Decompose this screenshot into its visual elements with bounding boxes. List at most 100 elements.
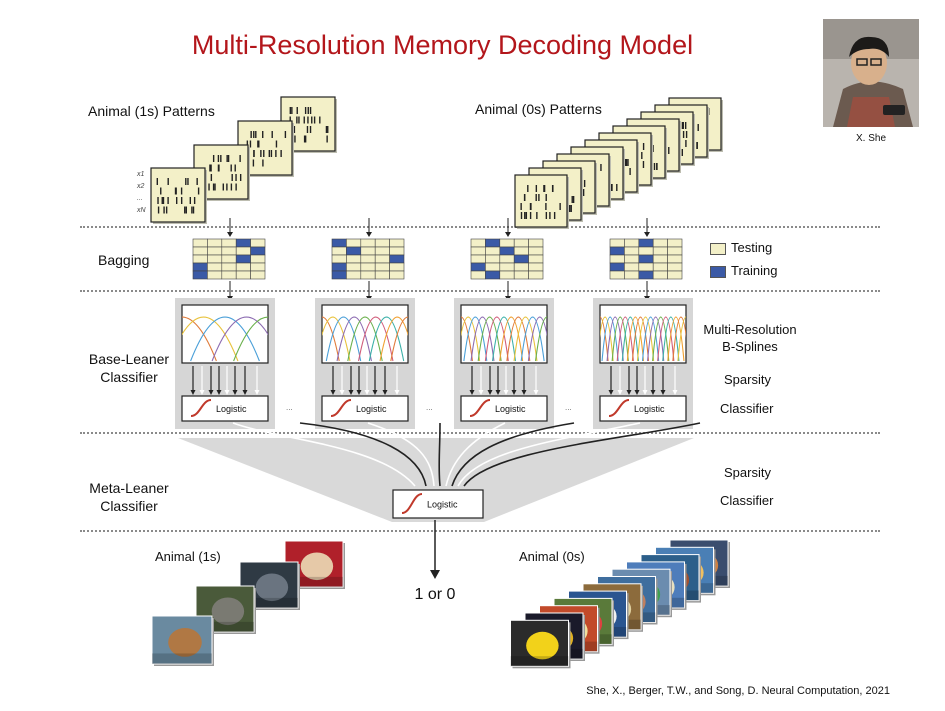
separator-3 xyxy=(80,432,880,434)
testing-cell xyxy=(624,270,640,280)
testing-cell xyxy=(374,246,390,256)
photo-subject xyxy=(168,628,202,657)
testing-cell xyxy=(485,254,501,264)
legend-training-swatch xyxy=(710,266,726,278)
testing-cell xyxy=(360,254,376,264)
training-cell xyxy=(235,238,251,248)
photo-ground xyxy=(152,653,212,664)
b-spline-curve xyxy=(190,316,260,362)
b-spline-curve xyxy=(647,316,665,362)
logistic-label: Logistic xyxy=(427,500,458,510)
testing-cell xyxy=(667,246,683,256)
training-cell xyxy=(470,262,486,272)
base-learner-panel: Logistic xyxy=(454,298,554,429)
output-arrow-head xyxy=(430,570,440,579)
testing-cell xyxy=(374,262,390,272)
b-spline-curve xyxy=(667,316,685,362)
testing-cell xyxy=(221,238,237,248)
testing-cell xyxy=(499,238,515,248)
presenter-photo xyxy=(823,19,919,127)
feature-arrow-head xyxy=(364,390,370,395)
bagging-grid xyxy=(609,218,683,301)
testing-cell xyxy=(513,238,529,248)
testing-cell xyxy=(346,270,362,280)
testing-cell xyxy=(528,254,544,264)
row-label: xN xyxy=(136,207,147,214)
feature-arrow-head xyxy=(660,390,666,395)
testing-cell xyxy=(221,270,237,280)
training-cell xyxy=(389,254,405,264)
b-spline-curve xyxy=(606,316,624,362)
sparsity-label-1: Sparsity xyxy=(724,372,771,387)
bagging-label: Bagging xyxy=(98,252,150,268)
bagging-grids xyxy=(192,218,683,301)
testing-cell xyxy=(638,262,654,272)
animal-0s-matrix xyxy=(514,174,569,229)
classifier-label-1: Classifier xyxy=(720,401,774,416)
ensemble-funnel xyxy=(178,438,694,522)
presenter-caption: X. She xyxy=(855,133,887,144)
b-spline-curve xyxy=(616,316,634,362)
legend-testing-swatch xyxy=(710,243,726,255)
photo-subject xyxy=(526,631,559,660)
testing-cell xyxy=(470,270,486,280)
animal-1s-label: Animal (1s) xyxy=(155,549,221,564)
testing-cell xyxy=(624,238,640,248)
arrow-head xyxy=(366,232,372,237)
bagging-grid xyxy=(331,218,405,301)
b-spline-curve xyxy=(463,316,488,362)
feature-arrow-head xyxy=(634,390,640,395)
ensemble-arrow xyxy=(232,422,416,487)
feature-arrow-head xyxy=(208,390,214,395)
testing-cell xyxy=(609,238,625,248)
base-learner-label: Base-Leaner Classifier xyxy=(74,350,184,386)
photo-ground xyxy=(510,656,569,667)
testing-cell xyxy=(331,254,347,264)
sparsity-label-2: Sparsity xyxy=(724,465,771,480)
photo-subject xyxy=(300,552,334,581)
b-spline-curve xyxy=(461,316,481,362)
animal-1s-patterns-label: Animal (1s) Patterns xyxy=(88,103,215,119)
training-cell xyxy=(250,246,266,256)
testing-cell xyxy=(470,238,486,248)
b-spline-curve xyxy=(600,316,614,362)
feature-arrow-head xyxy=(617,390,623,395)
testing-cell xyxy=(652,254,668,264)
testing-cell xyxy=(374,254,390,264)
training-cell xyxy=(485,238,501,248)
feature-arrow-head xyxy=(372,390,378,395)
testing-cell xyxy=(250,262,266,272)
row-label: ... xyxy=(137,195,143,202)
matrix-frame xyxy=(150,167,206,223)
photo-subject xyxy=(255,573,289,602)
b-spline-curve xyxy=(527,316,547,362)
training-cell xyxy=(331,262,347,272)
b-spline-curve xyxy=(672,316,686,362)
b-spline-curve xyxy=(347,316,383,362)
testing-cell xyxy=(250,254,266,264)
sigmoid-icon xyxy=(469,399,491,417)
b-spline-curve xyxy=(621,316,639,362)
b-spline-curve xyxy=(520,316,545,362)
testing-cell xyxy=(207,270,223,280)
logistic-label: Logistic xyxy=(495,404,526,414)
testing-cell xyxy=(221,246,237,256)
feature-arrow-head xyxy=(199,390,205,395)
testing-cell xyxy=(389,238,405,248)
testing-cell xyxy=(499,270,515,280)
feature-arrow-head xyxy=(521,390,527,395)
testing-cell xyxy=(346,238,362,248)
citation: She, X., Berger, T.W., and Song, D. Neur… xyxy=(586,685,890,697)
feature-arrow-head xyxy=(382,390,388,395)
b-spline-curve xyxy=(652,316,670,362)
testing-cell xyxy=(389,246,405,256)
lion-photo xyxy=(151,615,214,666)
feature-arrow-head xyxy=(533,390,539,395)
feature-arrow-head xyxy=(511,390,517,395)
testing-cell xyxy=(624,246,640,256)
b-spline-curve xyxy=(499,316,524,362)
testing-cell xyxy=(652,262,668,272)
meta-learner-box: Logistic xyxy=(392,489,484,579)
training-cell xyxy=(499,246,515,256)
